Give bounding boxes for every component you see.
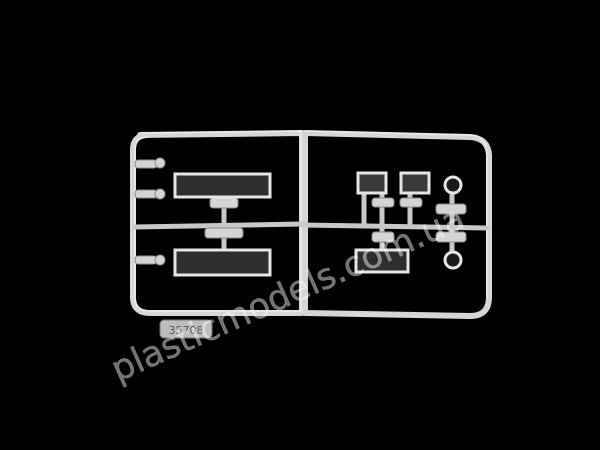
clear-part-lens-1 [356, 171, 388, 195]
clear-part-window-3 [354, 248, 410, 274]
sprue-frame [129, 130, 492, 319]
clear-part-window-1 [173, 172, 272, 199]
clear-part-window-2 [173, 248, 272, 277]
clear-parts [173, 171, 463, 277]
sprue-gates-left [134, 157, 467, 266]
sprue-number-text: 35708 [169, 324, 204, 337]
clear-part-lens-2 [399, 171, 431, 195]
clear-part-round-2 [443, 250, 463, 270]
clear-part-round-1 [443, 175, 463, 195]
sprue-frame-highlight [134, 130, 488, 312]
sprue-number-tab: 35708 [159, 319, 213, 339]
